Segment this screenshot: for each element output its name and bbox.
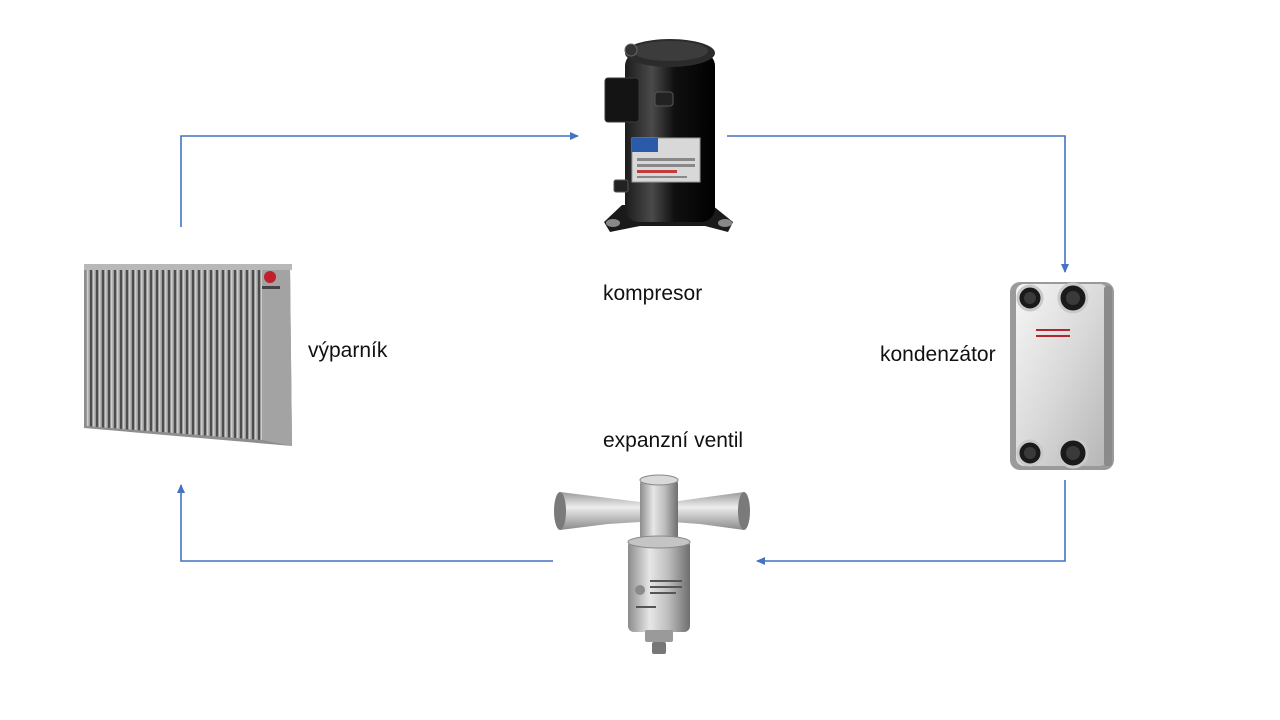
plate-heat-exchanger-icon — [1010, 282, 1114, 470]
condenser-label: kondenzátor — [880, 343, 996, 366]
expansion-valve-label: expanzní ventil — [603, 429, 744, 452]
arrow-compressor-to-condenser — [727, 135, 1069, 273]
arrow-condenser-to-valve — [756, 480, 1066, 565]
scroll-compressor-icon — [604, 39, 733, 232]
flow-arrows — [177, 132, 1069, 565]
evaporator-label: výparník — [308, 339, 388, 362]
arrow-evaporator-to-compressor — [180, 132, 579, 227]
compressor-label: kompresor — [603, 282, 703, 305]
electronic-expansion-valve-icon — [554, 474, 750, 654]
finned-coil-evaporator-icon — [84, 264, 292, 446]
arrow-valve-to-evaporator — [177, 484, 553, 562]
